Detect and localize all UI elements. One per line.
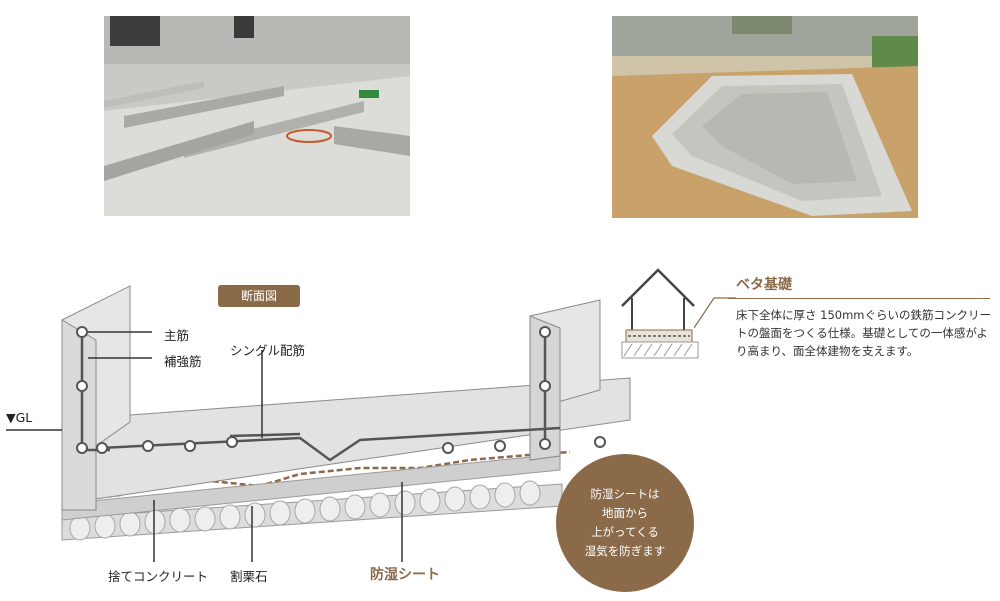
- leveling-concrete: [61, 453, 561, 521]
- label-single-rebar: シングル配筋: [230, 343, 306, 358]
- moisture-note-circle: 防湿シートは 地面から 上がってくる 湿気を防ぎます: [556, 454, 694, 592]
- note-line: 湿気を防ぎます: [584, 544, 666, 558]
- info-body: 床下全体に厚さ 150mmぐらいの鉄筋コンクリートの盤面をつくる仕様。基礎として…: [736, 308, 992, 358]
- info-divider: [728, 298, 990, 299]
- cross-section-badge: 断面図: [218, 285, 300, 307]
- ground-prep-photo: [612, 16, 918, 218]
- label-ground-level: ▼GL: [6, 410, 33, 425]
- info-title: ベタ基礎: [736, 277, 792, 293]
- cross-section-diagram: [6, 285, 631, 562]
- note-line: 地面から: [602, 506, 648, 520]
- note-line: 防湿シートは: [590, 487, 660, 501]
- house-icon: [621, 268, 699, 359]
- label-moisture-sheet: 防湿シート: [370, 567, 440, 583]
- rebar-dots: [76, 326, 606, 454]
- label-main-rebar: 主筋: [164, 328, 190, 343]
- connector-line: [694, 297, 736, 329]
- foundation-photo: [104, 16, 410, 216]
- note-line: 上がってくる: [591, 525, 659, 539]
- label-reinforcing-rebar: 補強筋: [164, 354, 202, 369]
- crushed-stone-layer: [61, 480, 563, 541]
- label-leveling-concrete: 捨てコンクリート: [108, 569, 209, 584]
- label-crushed-stone: 割栗石: [230, 569, 268, 584]
